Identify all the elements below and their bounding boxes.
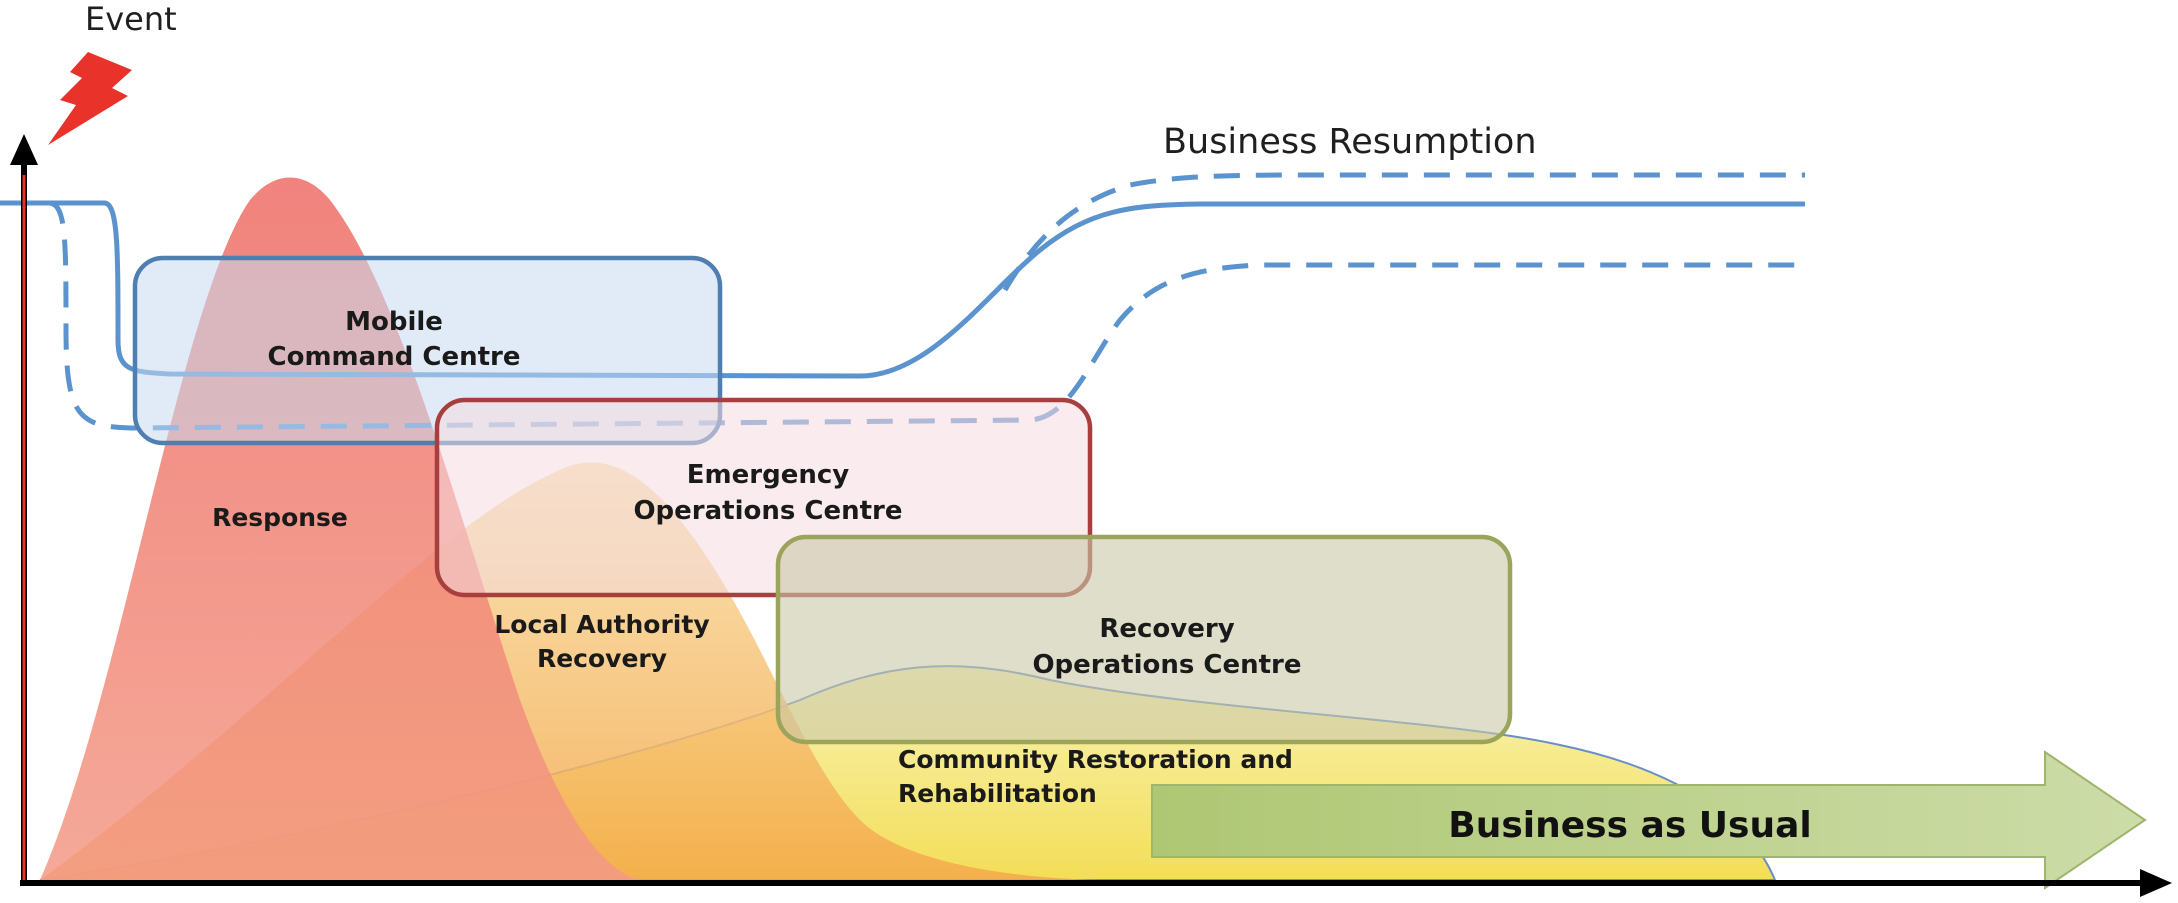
local-authority-label-2: Recovery [537,644,667,673]
event-lightning-icon [48,52,132,145]
community-restoration-label-1: Community Restoration and [898,745,1293,774]
mobile-command-label-1: Mobile [345,307,443,337]
x-axis-arrowhead [2140,869,2172,897]
response-phase-label: Response [212,503,348,532]
y-axis-arrowhead [10,134,38,165]
business-resumption-label: Business Resumption [1163,122,1537,162]
mobile-command-centre-box [132,255,723,446]
resumption-dashed-lower [8,200,1805,431]
emergency-ops-label-1: Emergency [687,460,849,490]
recovery-ops-label-2: Operations Centre [1032,650,1301,680]
event-label: Event [85,0,177,38]
local-authority-label-1: Local Authority [494,610,709,639]
resumption-solid-line [0,200,1805,379]
community-restoration-label-2: Rehabilitation [898,779,1097,808]
recovery-operations-centre-box [775,534,1513,745]
emergency-ops-label-2: Operations Centre [633,496,902,526]
resumption-dashed-upper [1002,172,1805,292]
business-as-usual-label: Business as Usual [1448,805,1811,846]
recovery-ops-label-1: Recovery [1099,614,1234,644]
business-as-usual-arrow [1151,750,2147,890]
mobile-command-label-2: Command Centre [268,342,521,372]
